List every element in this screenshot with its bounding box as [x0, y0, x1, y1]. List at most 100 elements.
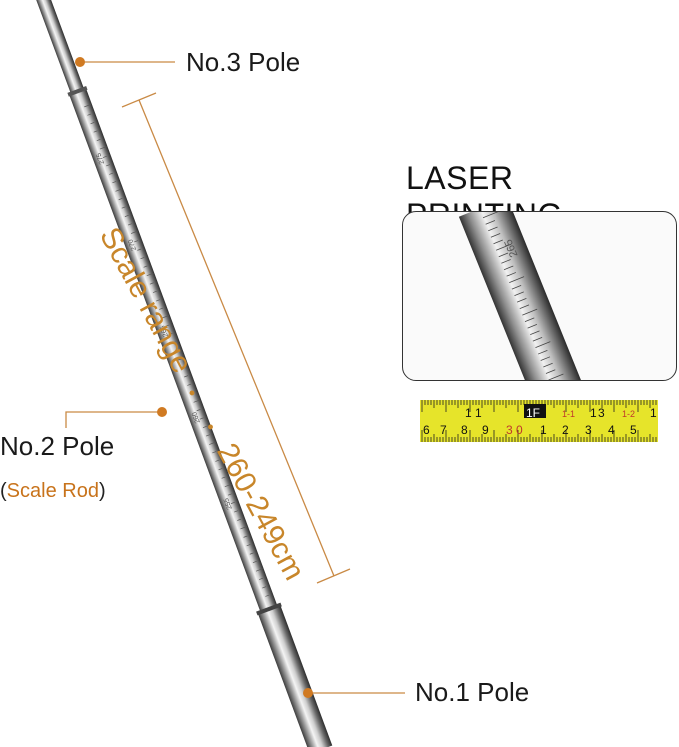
tape-top-label: 1-1: [562, 409, 575, 419]
pole-tick: [87, 113, 92, 116]
pole-tick: [102, 155, 107, 158]
scale-range-dot-2: •: [200, 419, 221, 435]
pole-tick: [149, 282, 154, 285]
pole-scale-numbers: 275 270 265 260 255: [95, 152, 233, 511]
pole-tick: [199, 417, 204, 420]
closeup-tick: [540, 356, 551, 361]
tape-bottom-label: 0: [516, 423, 523, 437]
pole-tick: [202, 425, 207, 428]
tape-top-label: 1: [590, 406, 597, 420]
pole-tick: [177, 357, 185, 361]
pole-tick: [187, 383, 192, 386]
pole-scale-number: 255: [223, 497, 234, 510]
tape-bottom-label: 9: [482, 423, 489, 437]
closeup-tick: [490, 233, 501, 238]
pole-scale-number: 275: [95, 152, 106, 165]
closeup-tick: [545, 369, 556, 374]
closeup-tick: [509, 276, 525, 284]
closeup-tick: [537, 349, 548, 355]
pole-tick: [137, 248, 142, 251]
tape-top-label: 1: [465, 406, 472, 420]
pole-tick: [96, 138, 101, 141]
pole-tick: [174, 349, 179, 353]
sublabel-open-paren: (: [0, 480, 7, 502]
pole-tick: [227, 493, 232, 496]
pole-tick: [162, 315, 170, 319]
pole-tick: [265, 594, 270, 597]
tape-top-label: 1-2: [622, 409, 635, 419]
leader-lines: [65, 61, 405, 694]
pole3-marker: [75, 57, 85, 67]
closeup-tick: [482, 212, 499, 219]
tape-bottom-label: 3: [506, 423, 513, 437]
pole-tick: [90, 122, 95, 125]
pole-tick: [230, 501, 235, 504]
pole-tick: [190, 392, 195, 395]
pole-tick: [246, 544, 251, 547]
closeup-tick: [516, 298, 527, 303]
tape-bottom-label: 7: [440, 423, 447, 437]
pole-tick: [127, 223, 132, 226]
pole1-label: No.1 Pole: [415, 677, 530, 707]
pole-scale-number: 265: [159, 324, 170, 337]
pole-tick: [255, 568, 263, 572]
pole-tick: [215, 459, 220, 462]
pole-scale-number: 260: [191, 411, 202, 424]
pole-tick: [252, 560, 257, 564]
tape-top-label: 1: [650, 406, 657, 420]
closeup-tick: [524, 317, 535, 322]
pole-tick: [171, 341, 176, 344]
pole-tick: [134, 240, 139, 243]
closeup-tick: [506, 272, 517, 277]
pole-tick: [262, 586, 267, 589]
pole3-label: No.3 Pole: [186, 47, 301, 77]
pole-tick: [115, 188, 123, 192]
pole-tick: [224, 483, 232, 488]
pole-tick: [124, 214, 129, 217]
pole-segment-1: [257, 604, 333, 747]
tape-foot-marker: [524, 404, 546, 418]
closeup-tick: [514, 291, 524, 297]
tape-bottom-label: 4: [608, 423, 615, 437]
pole-tick: [205, 434, 210, 437]
pole-tick: [118, 198, 123, 201]
tape-bottom-label: 3: [585, 423, 592, 437]
pole-tick: [249, 552, 254, 555]
pole-tick: [193, 399, 201, 403]
closeup-tick: [535, 341, 551, 348]
pole-tick: [112, 181, 117, 184]
pole-tick: [184, 375, 189, 378]
pole2-marker: [157, 407, 167, 417]
closeup-tick: [493, 239, 503, 245]
pole-tick: [240, 526, 248, 530]
scale-range-dot: •: [181, 385, 203, 401]
pole-tick: [152, 290, 157, 293]
pole-tick: [196, 409, 201, 412]
closeup-tick: [530, 330, 540, 335]
tape-top-label: 1: [475, 406, 482, 420]
closeup-tick: [543, 362, 553, 368]
pole-segment-3: [33, 0, 85, 96]
pole-tick: [243, 535, 248, 538]
pole-tick: [221, 476, 226, 479]
closeup-tick: [522, 308, 538, 316]
tape-bottom-label: 2: [562, 423, 569, 437]
pole-scale-number: 270: [127, 238, 138, 251]
pole-tick: [121, 206, 126, 209]
closeup-tick: [501, 259, 511, 264]
laser-printing-closeup: 265: [402, 211, 677, 381]
pole-tick: [168, 333, 173, 336]
pole-tick: [84, 104, 91, 108]
pole2-label: No.2 Pole: [0, 431, 115, 461]
pole-tick: [234, 510, 239, 513]
tape-top-label: 3: [598, 406, 605, 420]
pole-segment-2: [69, 88, 284, 630]
pole-tick: [209, 441, 216, 445]
pole2-sublabel: (Scale Rod): [0, 480, 106, 503]
pole-tick: [93, 130, 98, 133]
pole-tick: [109, 172, 114, 175]
tape-bottom-label: 1: [540, 423, 547, 437]
sublabel-text: Scale Rod: [6, 480, 99, 502]
pole-tick: [106, 164, 111, 167]
